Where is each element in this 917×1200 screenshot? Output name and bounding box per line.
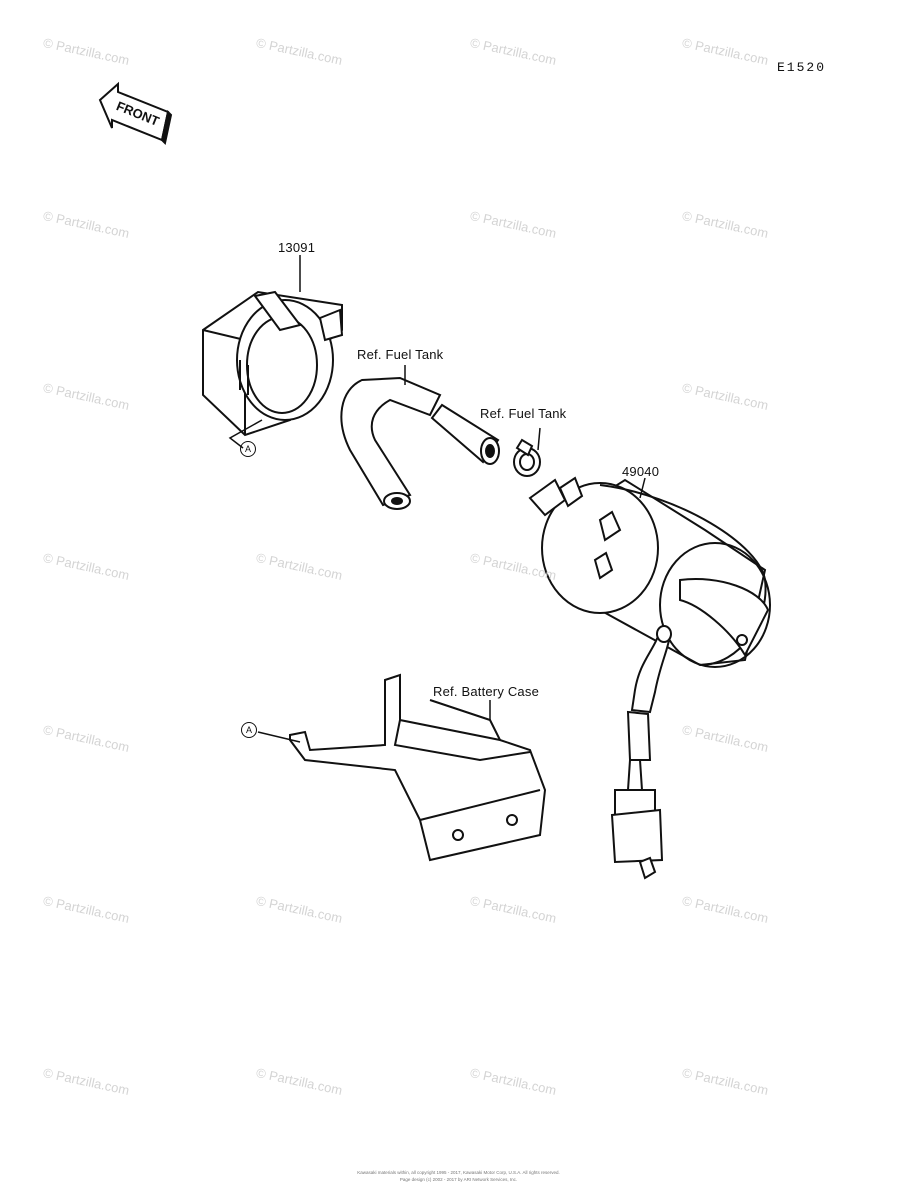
footer-page-design: Page design (c) 2002 - 2017 by ARI Netwo… — [399, 1177, 518, 1182]
hose-clamp — [513, 427, 541, 477]
fuel-pump-bracket — [202, 255, 344, 449]
front-arrow-icon: FRONT — [98, 81, 173, 146]
label-13091: 13091 — [278, 240, 316, 255]
callout-a-bottom: A — [241, 722, 257, 738]
callout-a-top: A — [240, 441, 256, 457]
label-ref-fuel-tank-clamp: Ref. Fuel Tank — [480, 406, 567, 421]
label-49040: 49040 — [622, 464, 660, 479]
fuel-pump — [528, 476, 771, 880]
battery-case — [257, 673, 547, 862]
fuel-pipe — [430, 403, 500, 465]
footer-copyright: Kawasaki materials within, all copyright… — [357, 1170, 560, 1175]
fuel-hose — [340, 365, 442, 510]
label-ref-battery-case: Ref. Battery Case — [433, 684, 539, 699]
label-ref-fuel-tank-hose: Ref. Fuel Tank — [357, 347, 444, 362]
diagram-code: E1520 — [777, 60, 827, 75]
